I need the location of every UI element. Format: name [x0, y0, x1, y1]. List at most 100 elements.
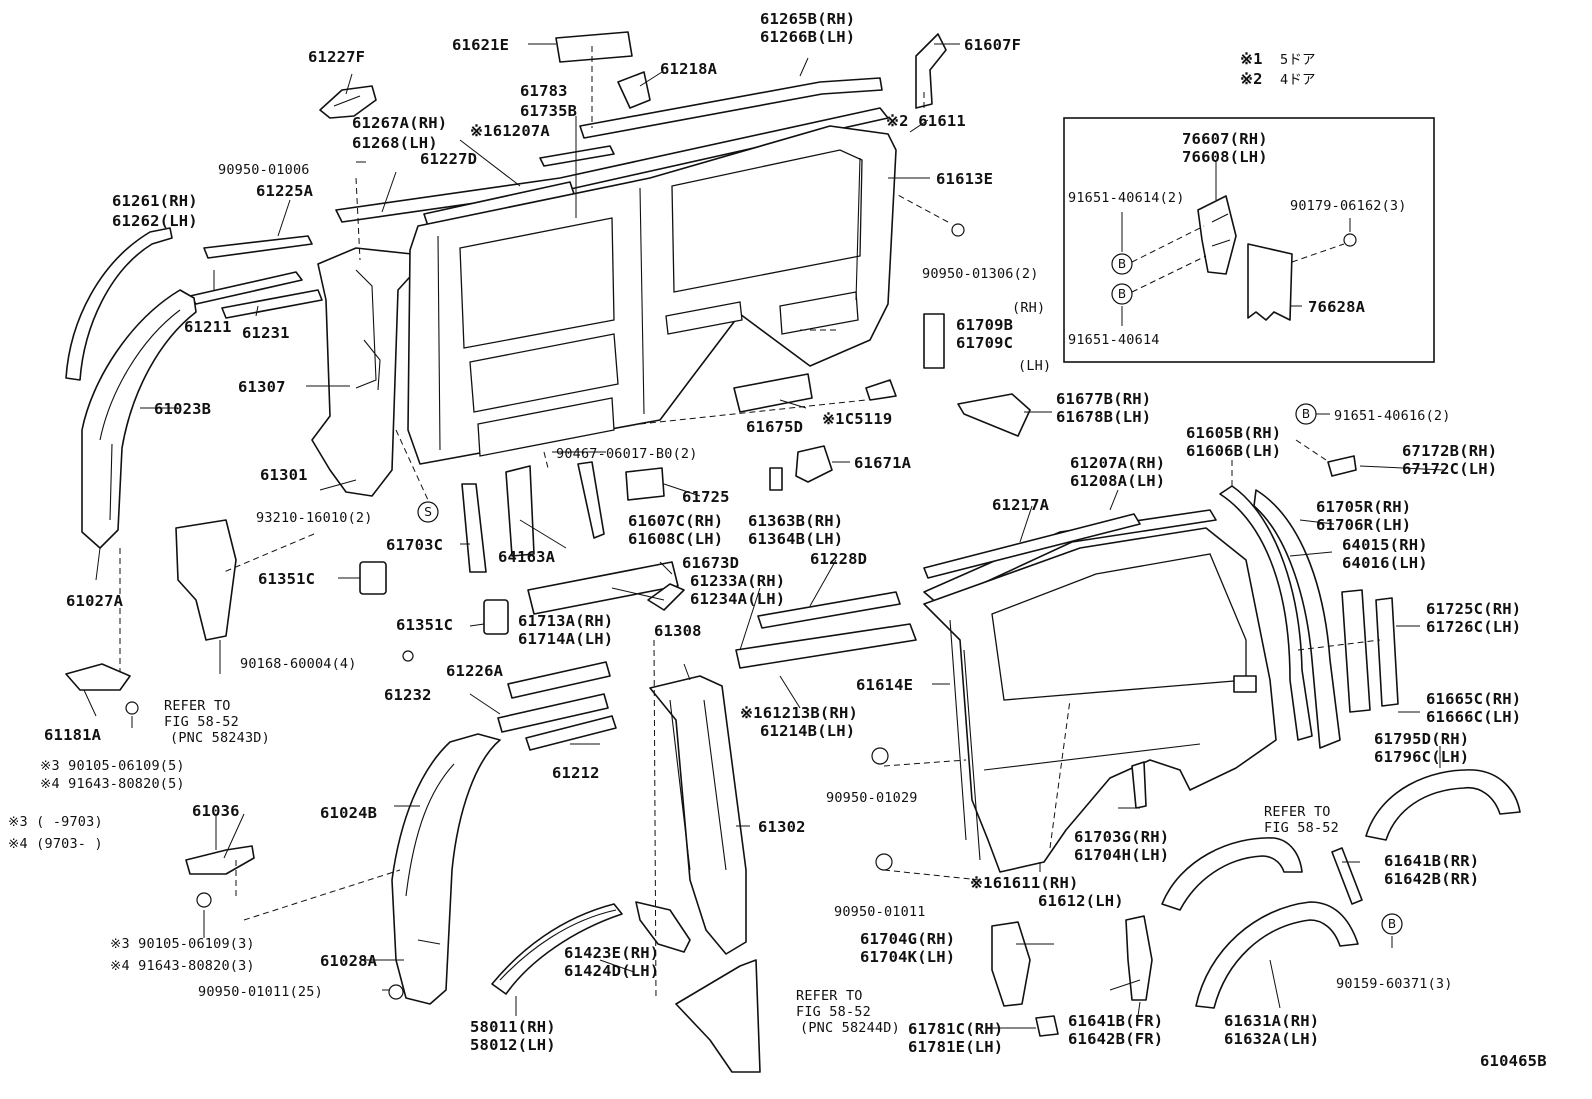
- part-label: 61208A(LH): [1070, 472, 1165, 490]
- inset-labels: 76607(RH) 76608(LH) 91651-40614(2) 90179…: [1068, 130, 1407, 348]
- part-label: 61605B(RH): [1186, 424, 1281, 442]
- svg-text:REFER TO: REFER TO: [796, 988, 863, 1004]
- part-label: 61212: [552, 764, 600, 782]
- part-label: 61211: [184, 318, 232, 336]
- part-label: 61673D: [682, 554, 739, 572]
- part-label: 90168-60004(4): [240, 656, 357, 672]
- part-label: 61233A(RH): [690, 572, 785, 590]
- part-label: ※161207A: [470, 122, 550, 140]
- fastener-b-icon: [1111, 283, 1133, 305]
- part-label: 61364B(LH): [748, 530, 843, 548]
- part-label: 61307: [238, 378, 286, 396]
- part-label: 58012(LH): [470, 1036, 556, 1054]
- part-label: 61028A: [320, 952, 378, 970]
- part-labels: 61227F 61621E 61265B(RH) 61266B(LH) 6160…: [40, 10, 1521, 1056]
- refer-right: REFER TO FIG 58-52: [1264, 804, 1339, 836]
- upper-panel: [335, 31, 965, 465]
- fastener-b-icon: [1111, 253, 1133, 275]
- legend-text: 5ドア: [1280, 52, 1316, 68]
- part-label: 61613E: [936, 170, 993, 188]
- part-label: 90950-01029: [826, 790, 918, 806]
- inset-label: 76607(RH): [1182, 130, 1268, 148]
- part-label: 61675D: [746, 418, 803, 436]
- part-label: 61641B(RR): [1384, 852, 1479, 870]
- svg-text:B: B: [1118, 257, 1126, 271]
- part-label: 61226A: [446, 662, 504, 680]
- legend: ※1 5ドア ※2 4ドア: [1240, 50, 1316, 88]
- part-label: ※1C5119: [822, 410, 892, 428]
- part-label: 61642B(RR): [1384, 870, 1479, 888]
- part-label: 61642B(FR): [1068, 1030, 1163, 1048]
- part-label: 61225A: [256, 182, 314, 200]
- svg-text:B: B: [1118, 287, 1126, 301]
- svg-text:B: B: [1302, 407, 1310, 421]
- part-label: 61023B: [154, 400, 211, 418]
- part-label: 90159-60371(3): [1336, 976, 1453, 992]
- part-label: 61027A: [66, 592, 124, 610]
- inset-label: 91651-40614: [1068, 332, 1160, 348]
- part-label: 61703C: [386, 536, 443, 554]
- part-label: 61781C(RH): [908, 1020, 1003, 1038]
- part-label: 61614E: [856, 676, 913, 694]
- part-label: 61703G(RH): [1074, 828, 1169, 846]
- part-label: (RH): [1012, 300, 1045, 316]
- part-label: 61036: [192, 802, 240, 820]
- diagram-id: 610465B: [1480, 1052, 1547, 1070]
- part-label: 61632A(LH): [1224, 1030, 1319, 1048]
- inset-label: 90179-06162(3): [1290, 198, 1407, 214]
- part-label: ※161611(RH): [970, 874, 1079, 892]
- part-label: 61301: [260, 466, 308, 484]
- svg-text:S: S: [424, 505, 432, 519]
- refer-left: REFER TO FIG 58-52 (PNC 58243D): [164, 698, 270, 746]
- part-label: 61677B(RH): [1056, 390, 1151, 408]
- part-label: 61608C(LH): [628, 530, 723, 548]
- part-label: 61607F: [964, 36, 1021, 54]
- part-label: 61265B(RH): [760, 10, 855, 28]
- part-label: 61351C: [396, 616, 453, 634]
- part-label: 61024B: [320, 804, 377, 822]
- svg-text:FIG 58-52: FIG 58-52: [1264, 820, 1339, 836]
- part-label: 61665C(RH): [1426, 690, 1521, 708]
- part-label: 61796C(LH): [1374, 748, 1469, 766]
- part-label: 90467-06017-B0(2): [556, 446, 698, 462]
- svg-text:FIG 58-52: FIG 58-52: [164, 714, 239, 730]
- part-label: 61704H(LH): [1074, 846, 1169, 864]
- svg-text:REFER TO: REFER TO: [1264, 804, 1331, 820]
- part-label: 61234A(LH): [690, 590, 785, 608]
- part-label: (LH): [1018, 358, 1051, 374]
- part-label: 58011(RH): [470, 1018, 556, 1036]
- notes: ※3 ( -9703) ※4 (9703- ): [8, 814, 103, 852]
- part-label: 64016(LH): [1342, 554, 1428, 572]
- part-label: ※4 91643-80820(3): [110, 958, 255, 974]
- part-label: 61308: [654, 622, 702, 640]
- part-label: ※2 61611: [886, 112, 966, 130]
- note-4: ※4 (9703- ): [8, 836, 103, 852]
- part-label: 61218A: [660, 60, 718, 78]
- part-label: 61606B(LH): [1186, 442, 1281, 460]
- part-label: 64163A: [498, 548, 556, 566]
- part-label: 61181A: [44, 726, 102, 744]
- svg-text:FIG 58-52: FIG 58-52: [796, 1004, 871, 1020]
- inset-label: 91651-40614(2): [1068, 190, 1185, 206]
- part-label: 61678B(LH): [1056, 408, 1151, 426]
- part-label: ※4 91643-80820(5): [40, 776, 185, 792]
- part-label: 61363B(RH): [748, 512, 843, 530]
- legend-mark: ※2: [1240, 70, 1263, 88]
- quarter-panel: B B S: [417, 393, 1521, 1037]
- part-label: 61795D(RH): [1374, 730, 1469, 748]
- part-label: 61666C(LH): [1426, 708, 1521, 726]
- part-label: 61232: [384, 686, 432, 704]
- part-label: 90950-01011: [834, 904, 926, 920]
- part-label: 61783: [520, 82, 568, 100]
- part-label: 61621E: [452, 36, 509, 54]
- part-label: 61735B: [520, 102, 577, 120]
- part-label: 61227D: [420, 150, 477, 168]
- part-label: 61704K(LH): [860, 948, 955, 966]
- fastener-b-icon: [1381, 913, 1403, 935]
- part-label: 61705R(RH): [1316, 498, 1411, 516]
- legend-text: 4ドア: [1280, 72, 1316, 88]
- part-label: 61612(LH): [1038, 892, 1124, 910]
- part-label: 61424D(LH): [564, 962, 659, 980]
- part-label: 61631A(RH): [1224, 1012, 1319, 1030]
- part-label: 61217A: [992, 496, 1050, 514]
